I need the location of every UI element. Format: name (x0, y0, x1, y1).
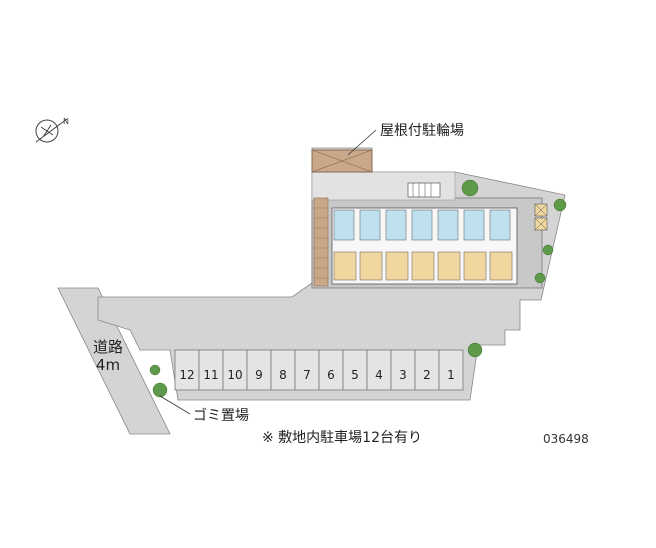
entrance (407, 182, 441, 198)
road-width: 4m (95, 356, 121, 374)
road (57, 287, 171, 435)
leader-line (159, 395, 191, 415)
parking-slot-number: 6 (327, 368, 335, 382)
compass-north-icon: N (35, 117, 69, 143)
property-code: 036498 (543, 432, 589, 446)
wall (313, 197, 329, 287)
parking-slots (174, 349, 464, 391)
parking-slot-number: 3 (399, 368, 407, 382)
apartment-units (331, 207, 518, 285)
leader-line (347, 129, 377, 156)
bicycle-parking-label: 屋根付駐輪場 (380, 123, 464, 139)
road-name: 道路 (92, 338, 123, 356)
svg-text:N: N (63, 117, 69, 126)
hedge (149, 179, 567, 398)
parking-slot-number: 10 (227, 368, 243, 382)
parking-slot-number: 7 (303, 368, 311, 382)
garbage-label: ゴミ置場 (193, 408, 249, 424)
parking-slot-number: 2 (423, 368, 431, 382)
parking-slot-number: 12 (179, 368, 195, 382)
parking-slot-number: 4 (375, 368, 383, 382)
parking-slot-number: 8 (279, 368, 287, 382)
parking-slot-number: 5 (351, 368, 359, 382)
parking-slot-number: 1 (447, 368, 455, 382)
parking-slot-number: 11 (203, 368, 219, 382)
parking-note: ※ 敷地内駐車場12台有り (262, 430, 422, 446)
road-label: 道路 4m (88, 338, 128, 374)
parking-slot-number: 9 (255, 368, 263, 382)
